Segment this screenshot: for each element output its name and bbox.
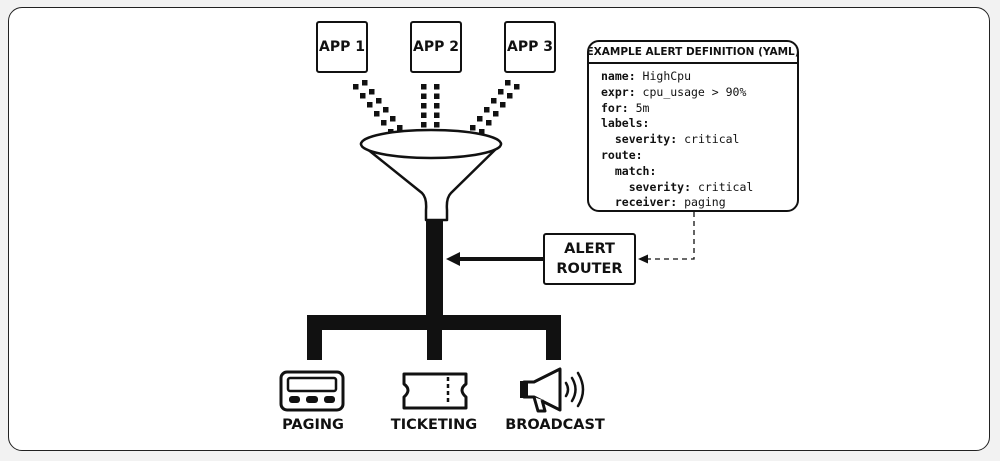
- stream-dot: [507, 93, 513, 99]
- yaml-definition-card: EXAMPLE ALERT DEFINITION (YAML) name: Hi…: [587, 40, 799, 212]
- stream-dot: [374, 111, 380, 117]
- stream-dot: [498, 89, 504, 95]
- yaml-line: name: HighCpu: [601, 69, 692, 83]
- app-2-box: APP 2: [410, 21, 462, 73]
- stream-dot: [383, 107, 389, 113]
- paging-label: PAGING: [282, 417, 344, 433]
- stream-dot: [421, 84, 427, 90]
- yaml-line: severity: critical: [601, 132, 740, 147]
- ticketing-label: TICKETING: [390, 417, 478, 433]
- yaml-connector: [638, 212, 695, 264]
- yaml-card-title: EXAMPLE ALERT DEFINITION (YAML): [589, 42, 797, 64]
- diagram-frame: [8, 7, 990, 451]
- ticket-icon: [402, 372, 468, 410]
- broadcast-label: BROADCAST: [505, 417, 605, 433]
- app-3-box: APP 3: [504, 21, 556, 73]
- yaml-line: expr: cpu_usage > 90%: [601, 84, 747, 99]
- app-1-label: APP 1: [319, 39, 365, 55]
- megaphone-icon: [520, 367, 585, 413]
- stream-dot: [484, 107, 490, 113]
- stream-dot: [470, 125, 476, 131]
- stream-dot: [434, 93, 440, 99]
- stream-dot: [369, 89, 375, 95]
- stream-dot: [397, 125, 403, 131]
- router-label-line1: ALERT: [564, 241, 615, 257]
- stream-dot: [434, 84, 440, 90]
- branch-paging: [307, 315, 322, 360]
- stream-dot: [367, 102, 373, 108]
- stream-dot: [376, 98, 382, 104]
- pager-icon: [279, 370, 345, 412]
- stream-dot: [514, 84, 520, 90]
- stream-dot: [500, 102, 506, 108]
- yaml-code: name: HighCpu expr: cpu_usage > 90% for:…: [589, 64, 797, 210]
- stream-dot: [353, 84, 359, 90]
- router-label-line2: ROUTER: [556, 261, 623, 277]
- app-3-label: APP 3: [507, 39, 553, 55]
- yaml-line: severity: critical: [601, 179, 754, 194]
- main-pipe: [426, 219, 443, 322]
- stream-dot: [362, 80, 368, 86]
- stream-dot: [493, 111, 499, 117]
- yaml-line: labels:: [601, 116, 650, 131]
- router-arrow: [446, 252, 543, 266]
- stream-dot: [390, 116, 396, 122]
- alert-router-box: ALERT ROUTER: [543, 233, 636, 285]
- yaml-line: route:: [601, 147, 643, 162]
- yaml-line: receiver: paging: [601, 195, 726, 210]
- branch-ticketing: [427, 315, 442, 360]
- stream-dot: [479, 129, 485, 135]
- stream-dot: [381, 120, 387, 126]
- stream-dot: [491, 98, 497, 104]
- stream-dot: [421, 93, 427, 99]
- stream-dot: [360, 93, 366, 99]
- stream-dot: [477, 116, 483, 122]
- stream-dot: [434, 122, 440, 128]
- stream-dot: [421, 103, 427, 109]
- stream-dot: [434, 103, 440, 109]
- funnel-icon: [359, 128, 503, 222]
- alert-streams: [353, 80, 520, 137]
- app-1-box: APP 1: [316, 21, 368, 73]
- stream-dot: [421, 122, 427, 128]
- yaml-line: for: 5m: [601, 100, 650, 115]
- branch-broadcast: [546, 315, 561, 360]
- app-2-label: APP 2: [413, 39, 459, 55]
- yaml-line: match:: [601, 163, 657, 178]
- stream-dot: [434, 112, 440, 118]
- stream-dot: [505, 80, 511, 86]
- stream-dot: [486, 120, 492, 126]
- stream-dot: [421, 112, 427, 118]
